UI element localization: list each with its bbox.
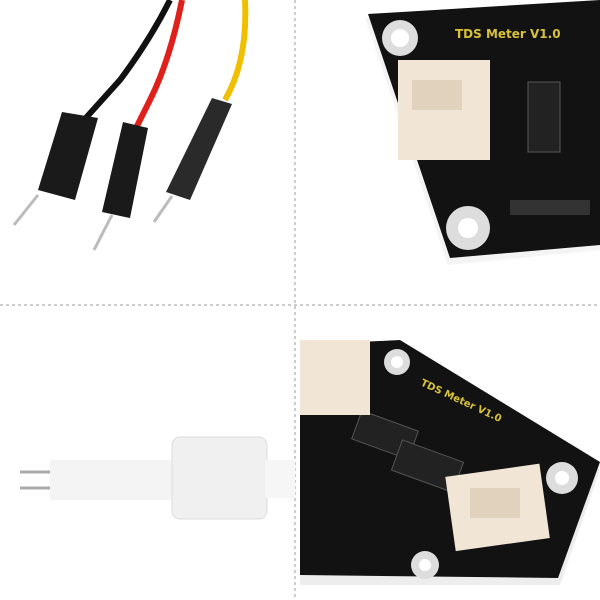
tds-probe <box>20 436 295 520</box>
tds-board-top: TDS Meter V1.0 <box>365 0 600 265</box>
tds-board-angled: TDS Meter V1.0 <box>300 340 600 585</box>
board-label: TDS Meter V1.0 <box>455 27 561 41</box>
jumper-wires <box>12 0 249 251</box>
